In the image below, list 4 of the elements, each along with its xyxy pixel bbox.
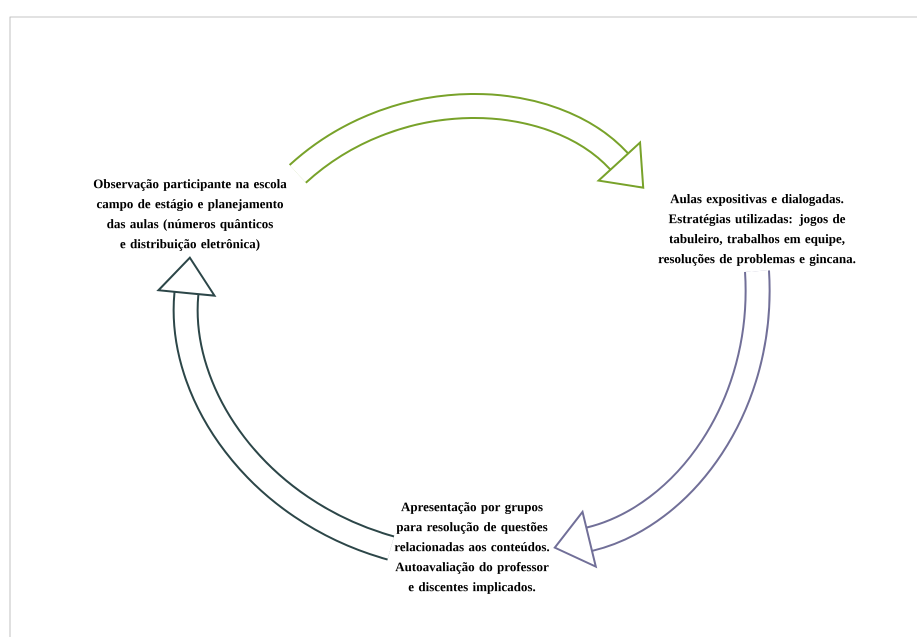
step-text: Aulas expositivas e dialogadas. Estratégias utilizadas: jogos de tabuleiro, trabalhos em equipe, resoluções de problemas e gincana. — [658, 194, 856, 266]
step-text: Observação participante na escola campo de estágio e planejamento das aulas (números quânticos e distribuição eletrônica) — [94, 179, 287, 251]
step-text: Apresentação por grupos para resolução de questões relacionadas aos conteúdos. Autoavaliação do professor e discentes implicados. — [394, 502, 550, 594]
block-arrow — [290, 93, 644, 189]
